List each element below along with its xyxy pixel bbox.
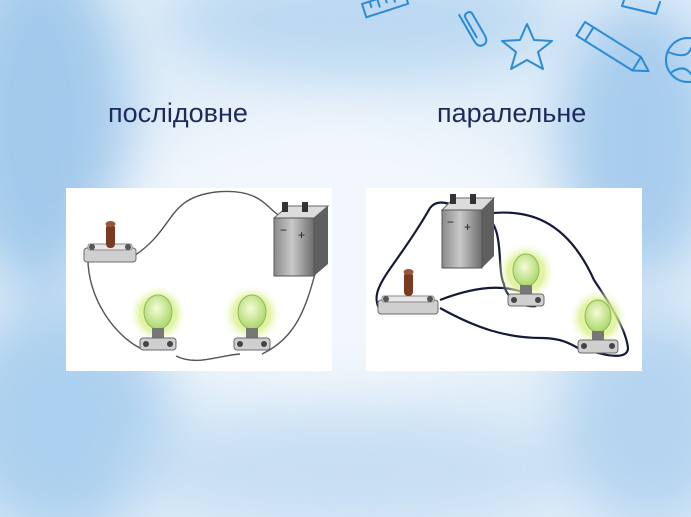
pencil-icon (575, 21, 650, 73)
ruler-icon (361, 0, 410, 19)
bulb-icon (222, 284, 282, 351)
bulb-icon (128, 284, 188, 351)
battery-plus-label: + (298, 228, 305, 242)
paperclip-icon (458, 11, 488, 47)
battery-plus-label: + (464, 220, 471, 234)
series-wires (87, 190, 317, 362)
battery-icon: − + (272, 202, 330, 277)
switch-icon (377, 269, 439, 315)
series-connection-caption: послідовне (108, 98, 248, 128)
globe-icon (665, 37, 691, 83)
battery-icon: − + (440, 194, 496, 269)
parallel-circuit-diagram: − + (366, 188, 642, 371)
battery-minus-label: − (280, 223, 287, 237)
bulb-icon (568, 288, 628, 354)
small-pencil-icon (621, 0, 661, 15)
parallel-connection-caption: паралельне (437, 98, 587, 128)
switch-icon (83, 221, 137, 263)
star-icon (501, 23, 553, 70)
battery-minus-label: − (447, 215, 454, 229)
series-circuit-diagram: − + (66, 188, 332, 371)
bulb-icon (496, 242, 556, 307)
